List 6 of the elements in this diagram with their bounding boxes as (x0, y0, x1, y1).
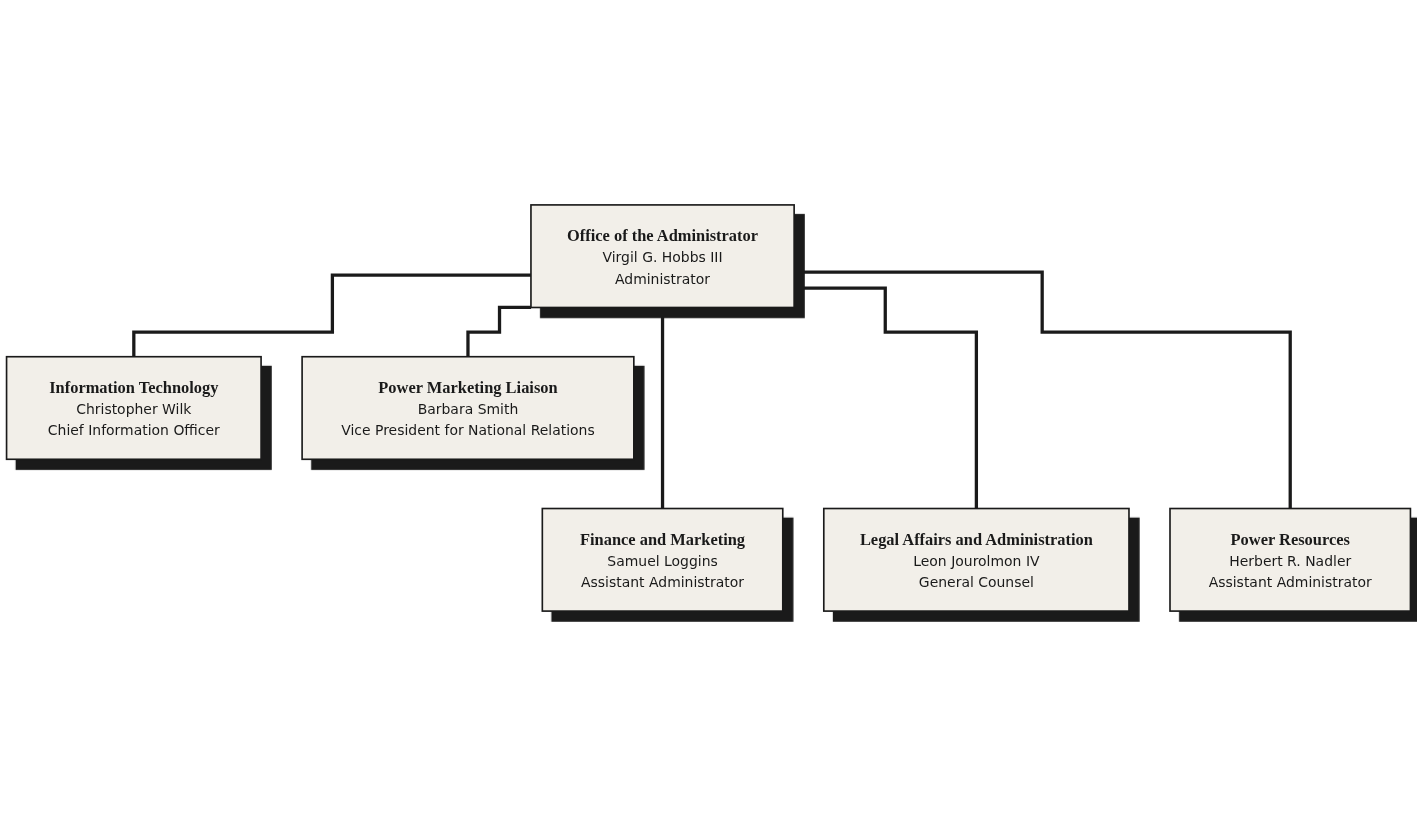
node-box: Office of the Administrator Virgil G. Hobbs III Administrator (530, 204, 795, 309)
node-box: Power Resources Herbert R. Nadler Assistant Administrator (1169, 507, 1412, 612)
node-box: Finance and Marketing Samuel Loggins Assistant Administrator (541, 507, 784, 612)
node-box: Legal Affairs and Administration Leon Jourolmon IV General Counsel (822, 507, 1130, 612)
node-box: Information Technology Christopher Wilk Chief Information Officer (5, 355, 262, 461)
node-box: Power Marketing Liaison Barbara Smith Vice President for National Relations (301, 355, 635, 461)
